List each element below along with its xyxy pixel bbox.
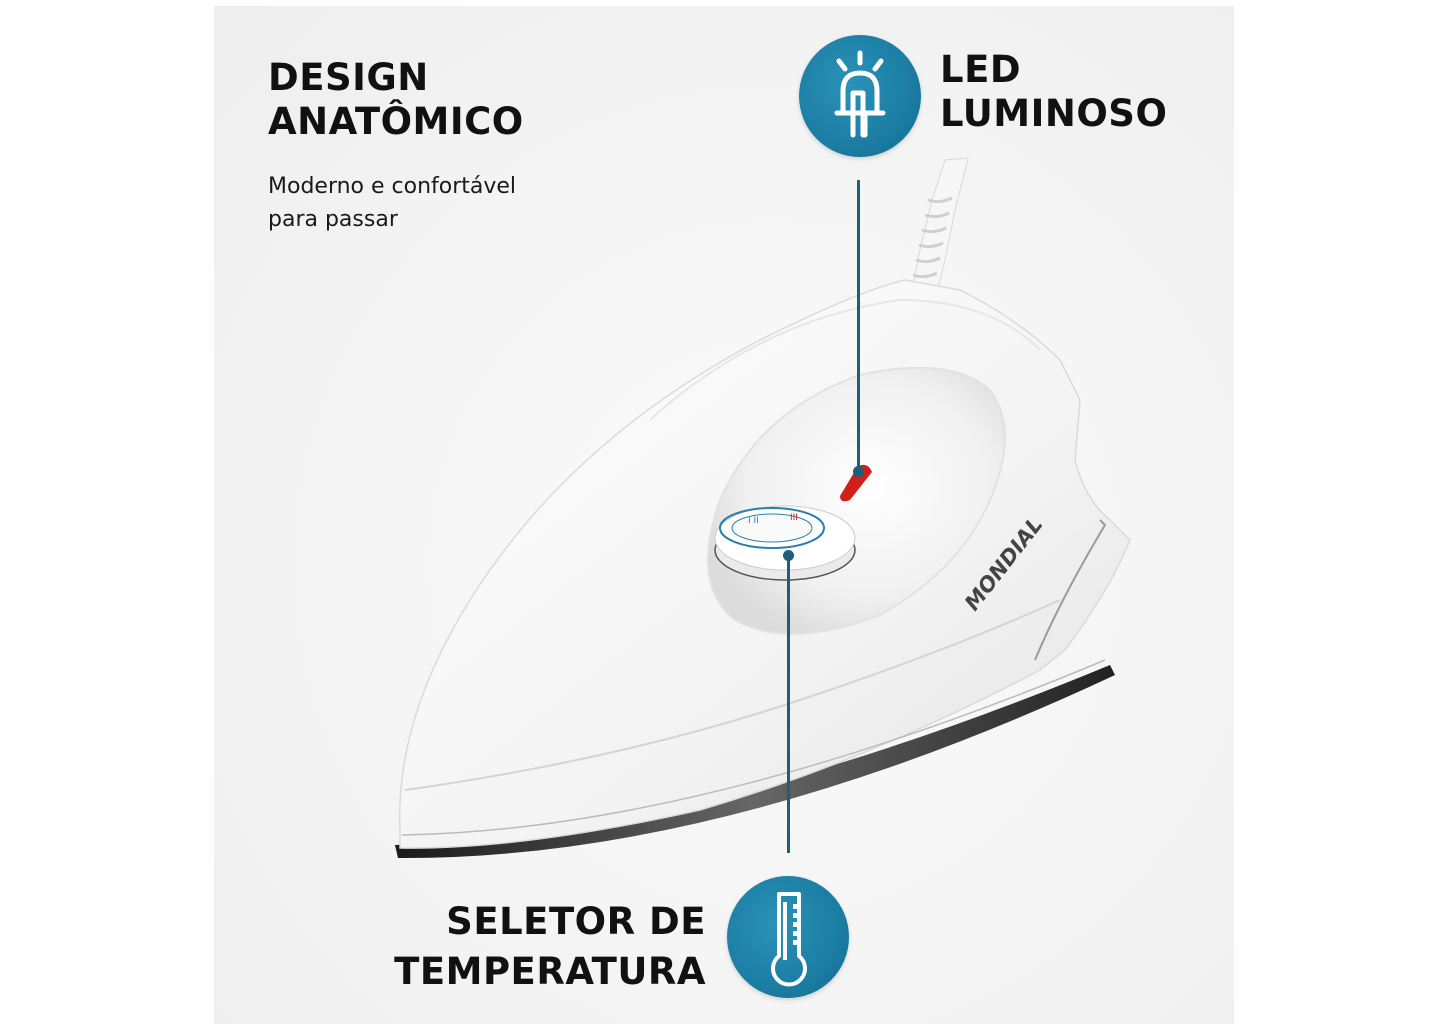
feature-temperature-title: SELETOR DE TEMPERATURA	[394, 897, 706, 997]
feature-design-description: Moderno e confortável para passar	[268, 170, 516, 236]
temperature-dial: I II III	[714, 505, 856, 581]
title-line: SELETOR DE	[446, 900, 706, 943]
svg-text:III: III	[790, 513, 798, 523]
feature-led-title: LED LUMINOSO	[940, 48, 1167, 136]
feature-design-title: DESIGN ANATÔMICO	[268, 56, 524, 144]
title-line: DESIGN	[268, 56, 429, 99]
led-bulb-icon	[799, 35, 921, 157]
description-line: Moderno e confortável	[268, 174, 517, 199]
title-line: ANATÔMICO	[268, 100, 524, 143]
power-cord	[909, 157, 969, 301]
temperature-callout-line	[787, 558, 790, 853]
thermometer-icon	[727, 876, 849, 998]
led-callout-dot	[853, 466, 864, 477]
title-line: LUMINOSO	[940, 92, 1168, 135]
led-callout-line	[857, 180, 860, 472]
iron-product-image: I II III MONDIAL	[395, 157, 1131, 859]
description-line: para passar	[268, 207, 398, 232]
temperature-callout-dot	[783, 550, 794, 561]
title-line: LED	[940, 48, 1022, 91]
led-indicator	[840, 464, 872, 502]
svg-text:I II: I II	[748, 516, 759, 526]
title-line: TEMPERATURA	[394, 950, 706, 993]
